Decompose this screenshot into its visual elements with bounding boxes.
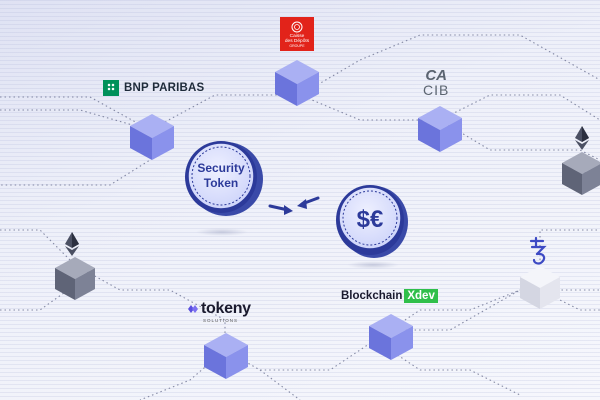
bnp-stars-icon	[103, 80, 119, 96]
tokeny-logo-icon	[188, 305, 198, 313]
currency-symbols: $€	[357, 206, 384, 233]
blockchain-xdev-logo: Blockchain Xdev	[341, 289, 438, 303]
currency-coin: $€	[336, 185, 408, 258]
cube-ethereum-left	[55, 257, 95, 300]
caisse-line3: GROUPE	[289, 44, 305, 48]
cib-text: CIB	[423, 82, 450, 98]
xdev-badge: Xdev	[404, 289, 438, 303]
bnp-paribas-text: BNP PARIBAS	[124, 82, 205, 94]
exchange-arrows-icon	[268, 196, 320, 215]
caisse-emblem-icon	[291, 21, 303, 33]
cube-tezos	[520, 266, 560, 309]
cube-bnp	[130, 114, 174, 160]
ethereum-icon	[65, 232, 79, 256]
security-token-line1: Security	[197, 161, 245, 175]
cube-cib	[418, 106, 462, 152]
tokeny-logo: tokeny SOLUTIONS	[187, 300, 251, 323]
security-token-line2: Token	[204, 176, 238, 190]
caisse-des-depots-logo: Caisse des Dépôts GROUPE	[280, 17, 314, 51]
cube-caisse	[275, 60, 319, 106]
security-token-coin: Security Token	[185, 141, 263, 216]
coin-shadow	[196, 228, 248, 236]
tokeny-text: tokeny	[201, 300, 251, 317]
caisse-line2: des Dépôts	[284, 39, 310, 44]
ca-cib-logo: CA CIB	[423, 68, 449, 98]
caisse-line1: Caisse	[289, 34, 305, 39]
bnp-paribas-logo: BNP PARIBAS	[103, 80, 204, 96]
cube-tokeny	[204, 333, 248, 379]
ca-logo-icon: CA	[425, 67, 447, 84]
cube-blockchain-xdev	[369, 314, 413, 360]
tokeny-solutions-text: SOLUTIONS	[203, 318, 239, 323]
ethereum-icon	[575, 126, 589, 150]
cube-ethereum-right	[562, 152, 600, 195]
tezos-icon	[529, 236, 547, 265]
blockchain-text: Blockchain	[341, 290, 403, 302]
coin-shadow	[347, 261, 399, 269]
